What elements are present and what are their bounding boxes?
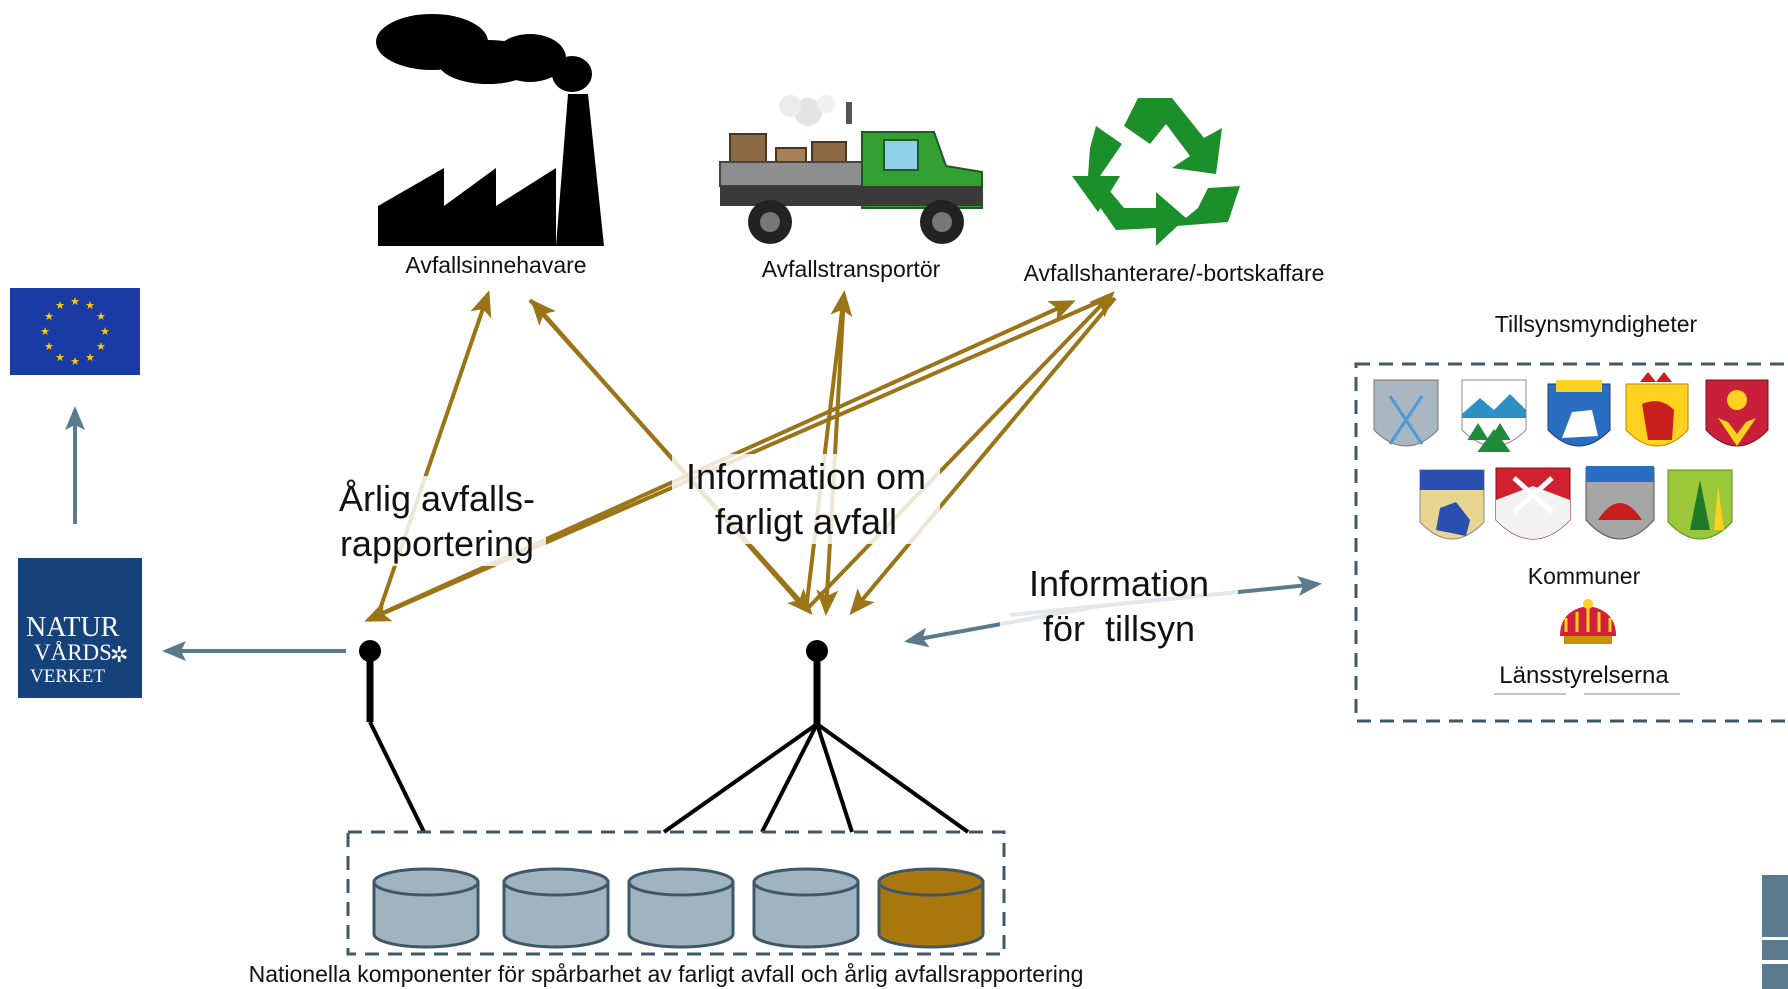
authorities-box: [1354, 362, 1788, 723]
label-components-caption: Nationella komponenter för spårbarhet av…: [248, 961, 1084, 987]
label-waste-transporter: Avfallstransportör: [761, 256, 941, 282]
database-icon: [502, 867, 610, 949]
nv-line3: VERKET: [30, 666, 105, 687]
coat-of-arms-icon: [1495, 467, 1571, 540]
eu-star-icon: ★: [70, 295, 80, 308]
supervision-info-line1: Information: [1028, 563, 1210, 604]
eu-star-icon: ★: [96, 310, 106, 323]
coat-of-arms-icon: [1373, 379, 1439, 447]
eu-flag-icon: [10, 288, 140, 375]
eu-star-icon: ★: [44, 310, 54, 323]
label-county-boards: Länsstyrelserna: [1499, 662, 1669, 689]
recycle-icon: [1072, 98, 1240, 246]
node-center: [662, 640, 970, 834]
coat-of-arms-icon: [1705, 379, 1769, 447]
eu-star-icon: ★: [85, 299, 95, 312]
eu-star-icon: ★: [44, 340, 54, 353]
label-municipalities: Kommuner: [1527, 563, 1641, 589]
database-icon: [627, 867, 735, 949]
coat-of-arms-icon: [1585, 466, 1655, 540]
label-hazardous-info: Information om farligt avfall: [672, 454, 940, 544]
annual-reporting-line1: Årlig avfalls-: [338, 478, 536, 519]
components-box: [346, 830, 1006, 956]
eu-star-icon: ★: [100, 325, 110, 338]
label-authorities-title: Tillsynsmyndigheter: [1494, 311, 1698, 337]
database-icon: [372, 867, 480, 949]
eu-star-icon: ★: [55, 351, 65, 364]
eu-star-icon: ★: [96, 340, 106, 353]
crown-icon: [1560, 599, 1616, 644]
nv-emblem-icon: ✲: [110, 642, 129, 667]
nv-line1: NATUR: [26, 612, 120, 643]
eu-star-icon: ★: [70, 355, 80, 368]
eu-star-icon: ★: [55, 299, 65, 312]
label-supervision-info: Information för tillsyn: [1000, 561, 1238, 651]
database-icon: [752, 867, 860, 949]
label-waste-holder: Avfallsinnehavare: [405, 252, 587, 278]
hazardous-info-line2: farligt avfall: [714, 501, 898, 542]
supervision-info-line2: för tillsyn: [1042, 608, 1196, 649]
eu-star-icon: ★: [85, 351, 95, 364]
label-waste-handler: Avfallshanterare/-bortskaffare: [1023, 260, 1325, 286]
truck-icon: [719, 95, 983, 244]
node-left: [359, 640, 426, 833]
eu-star-icon: ★: [40, 325, 50, 338]
eu-stars: ★★★★★★★★★★★★: [40, 295, 110, 368]
coat-of-arms-icon: [1625, 372, 1689, 447]
coat-of-arms-icon: [1547, 380, 1611, 447]
naturvardsverket-logo: [18, 558, 142, 698]
partial-logo: [1762, 875, 1788, 989]
database-group: [372, 867, 985, 949]
database-icon: [877, 867, 985, 949]
label-annual-reporting: Årlig avfalls- rapportering: [328, 476, 546, 566]
factory-icon: [376, 14, 604, 246]
coat-of-arms-icon: [1667, 469, 1733, 540]
annual-reporting-line2: rapportering: [339, 523, 535, 564]
hazardous-info-line1: Information om: [685, 456, 927, 497]
nv-line2: VÅRDS: [34, 640, 112, 665]
coat-of-arms-icon: [1419, 469, 1485, 540]
coat-of-arms-icon: [1461, 379, 1527, 453]
